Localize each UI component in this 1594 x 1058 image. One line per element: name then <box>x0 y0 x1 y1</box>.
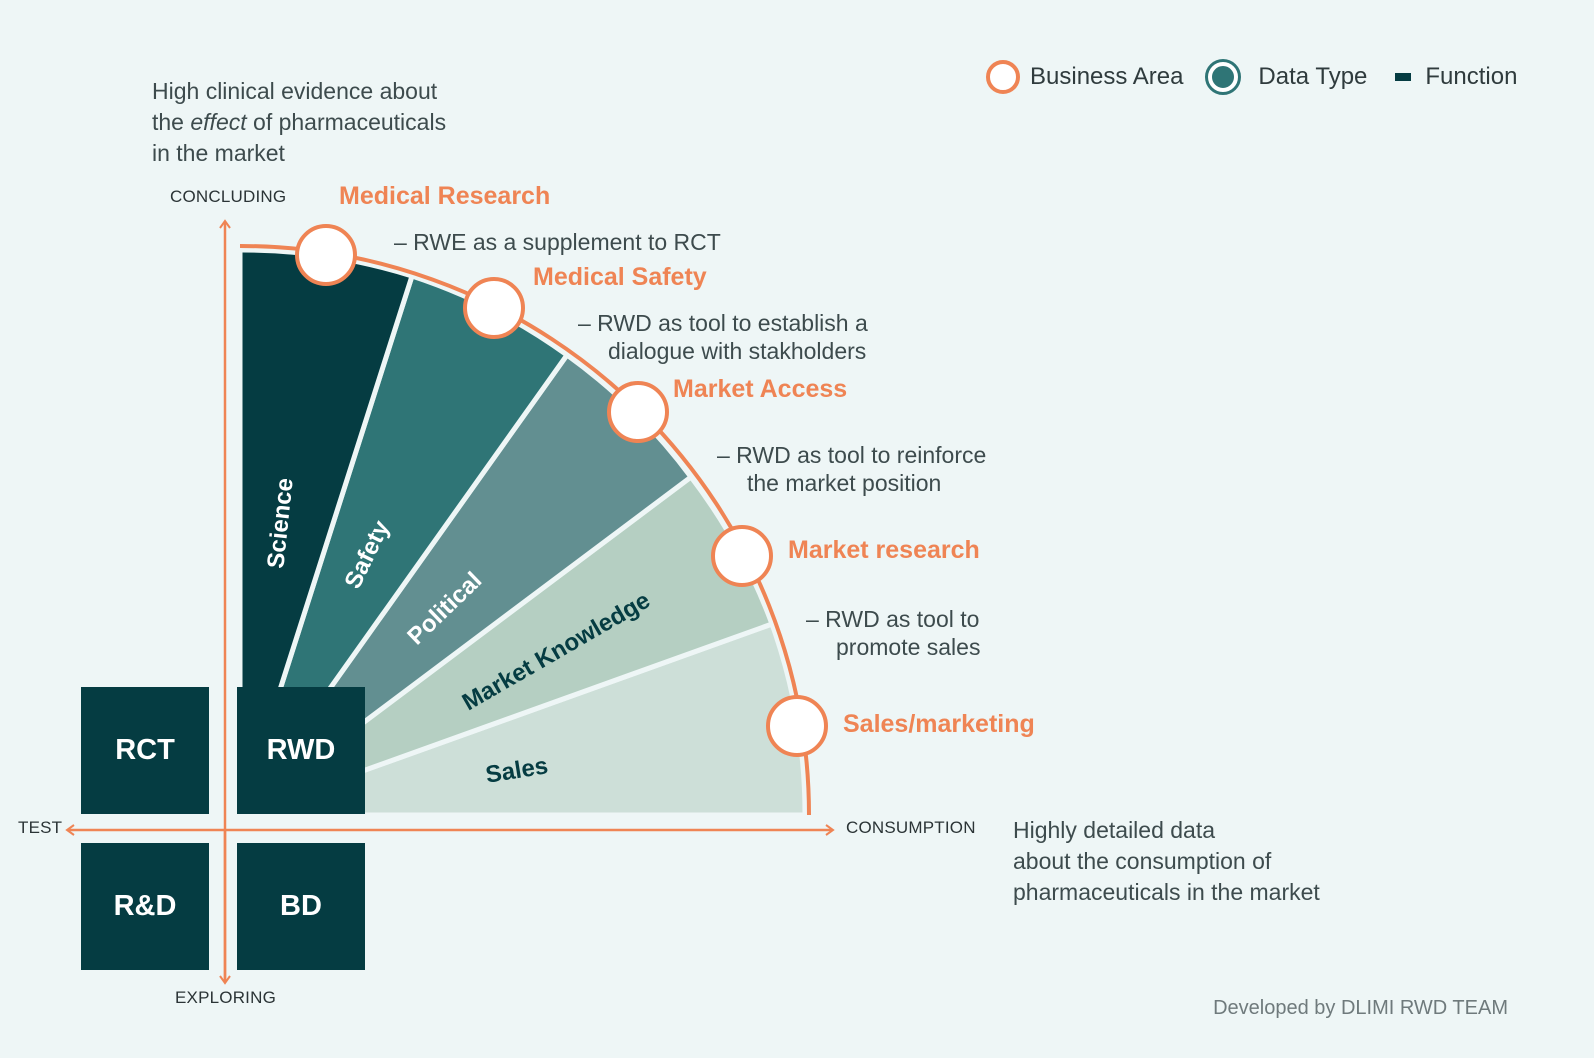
right-note-line-1: Highly detailed data <box>1013 817 1216 843</box>
business-area-desc-medical-safety: – RWD as tool to establish a dialogue wi… <box>578 309 868 365</box>
function-label-rnd: R&D <box>113 890 177 922</box>
right-note: Highly detailed data about the consumpti… <box>1013 815 1320 908</box>
legend-item-function: Function <box>1389 60 1517 94</box>
function-box-rnd[interactable]: R&D <box>81 843 209 970</box>
axis-label-exploring: EXPLORING <box>175 988 276 1007</box>
axis-label-test: TEST <box>18 818 63 837</box>
business-area-title-market-research: Market research <box>788 536 980 564</box>
business-area-title-market-access: Market Access <box>673 375 848 403</box>
business-area-desc-market-research-line-2: promote sales <box>836 634 981 660</box>
business-area-desc-market-research: – RWD as tool to promote sales <box>806 605 980 661</box>
business-area-desc-medical-safety-line-1: – RWD as tool to establish a <box>578 310 868 336</box>
top-note-line-2-pre: the <box>152 109 191 135</box>
axis-label-concluding: CONCLUDING <box>170 187 287 206</box>
business-area-marker-sales-marketing[interactable] <box>766 695 828 757</box>
business-area-title-medical-safety: Medical Safety <box>533 263 707 291</box>
business-area-desc-medical-safety-line-2: dialogue with stakholders <box>608 338 867 364</box>
business-area-desc-medical-research: – RWE as a supplement to RCT <box>394 229 721 255</box>
function-label-bd: BD <box>280 890 322 922</box>
top-note-line-2-post: of pharmaceuticals <box>246 109 447 135</box>
function-box-rwd[interactable]: RWD <box>237 687 365 814</box>
business-area-desc-market-access-line-1: – RWD as tool to reinforce <box>717 442 987 468</box>
data-type-legend-icon <box>1205 59 1242 95</box>
axis-label-consumption: CONSUMPTION <box>846 818 976 837</box>
business-area-title-sales-marketing: Sales/marketing <box>843 710 1035 738</box>
business-area-title-medical-research: Medical Research <box>339 182 551 210</box>
right-note-line-3: pharmaceuticals in the market <box>1013 879 1320 905</box>
business-area-legend-icon <box>986 60 1020 94</box>
business-area-marker-medical-research[interactable] <box>295 224 357 286</box>
right-note-line-2: about the consumption of <box>1013 848 1272 874</box>
business-area-desc-market-research-line-1: – RWD as tool to <box>806 606 980 632</box>
function-label-rwd: RWD <box>266 734 336 766</box>
credit-footer: Developed by DLIMI RWD TEAM <box>1213 997 1508 1019</box>
top-note: High clinical evidence about the effect … <box>152 76 446 169</box>
top-note-line-2: the effect of pharmaceuticals <box>152 107 446 138</box>
legend-label-function: Function <box>1425 63 1518 90</box>
function-label-rct: RCT <box>115 734 175 766</box>
top-note-line-3: in the market <box>152 140 285 166</box>
business-area-desc-market-access-line-2: the market position <box>747 470 942 496</box>
top-note-emphasis: effect <box>190 109 247 135</box>
legend-label-data-type: Data Type <box>1258 63 1368 90</box>
top-note-line-1: High clinical evidence about <box>152 78 438 104</box>
function-legend-icon <box>1395 73 1412 81</box>
legend-item-business-area: Business Area <box>986 60 1183 94</box>
legend-item-data-type: Data Type <box>1205 59 1368 95</box>
business-area-marker-market-access[interactable] <box>607 381 669 443</box>
function-box-bd[interactable]: BD <box>237 843 365 970</box>
business-area-marker-medical-safety[interactable] <box>463 277 525 339</box>
legend: Business Area Data Type Function <box>986 59 1517 95</box>
function-box-rct[interactable]: RCT <box>81 687 209 814</box>
business-area-desc-market-access: – RWD as tool to reinforce the market po… <box>717 441 986 497</box>
business-area-marker-market-research[interactable] <box>711 525 773 587</box>
legend-label-business-area: Business Area <box>1030 63 1184 90</box>
